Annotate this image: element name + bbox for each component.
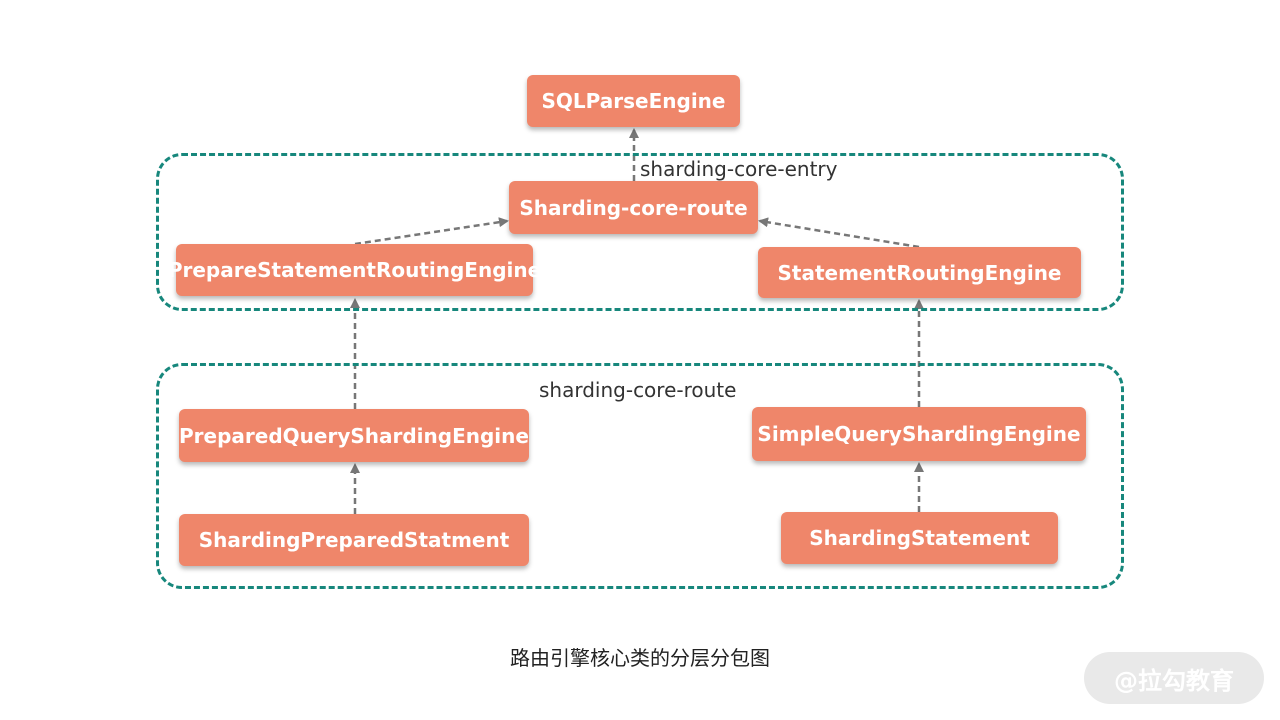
node-sharding-statement: ShardingStatement [781, 512, 1058, 564]
node-statement-routing-engine: StatementRoutingEngine [758, 247, 1081, 298]
diagram-caption: 路由引擎核心类的分层分包图 [510, 646, 770, 670]
node-prepare-statement-routing-engine: PrepareStatementRoutingEngine [168, 244, 541, 296]
group-sharding-core-entry [156, 153, 1124, 311]
watermark-logo: @拉勾教育 [1084, 652, 1264, 704]
node-simple-query-sharding-engine: SimpleQueryShardingEngine [752, 407, 1086, 461]
group-sharding-core-route [156, 363, 1124, 589]
arrow-statement-routing-to-route [758, 217, 920, 249]
group-label-entry: sharding-core-entry [638, 157, 840, 181]
arrow-prepare-routing-to-route [354, 217, 509, 246]
node-sharding-core-route: Sharding-core-route [509, 181, 758, 234]
node-sharding-prepared-statment: ShardingPreparedStatment [179, 514, 529, 566]
node-sql-parse-engine: SQLParseEngine [527, 75, 740, 127]
node-prepared-query-sharding-engine: PreparedQueryShardingEngine [179, 409, 529, 462]
group-label-route: sharding-core-route [537, 378, 739, 402]
